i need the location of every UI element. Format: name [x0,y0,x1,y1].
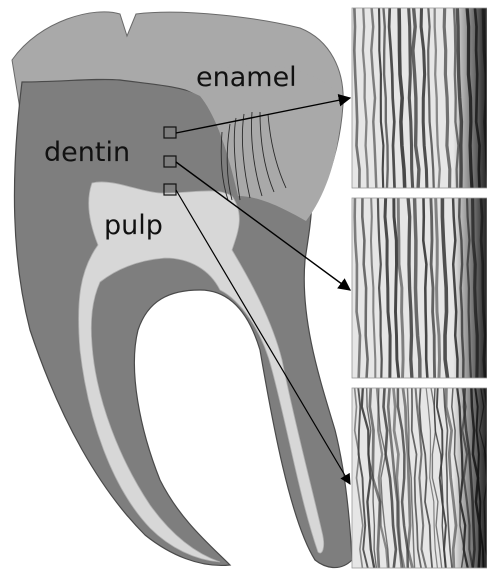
enamel-label: enamel [196,62,297,93]
micrograph-top [352,3,487,193]
micrograph-middle [352,193,487,383]
pulp-label: pulp [104,210,163,241]
micrograph-bottom [352,383,487,573]
dentin-label: dentin [44,137,130,168]
